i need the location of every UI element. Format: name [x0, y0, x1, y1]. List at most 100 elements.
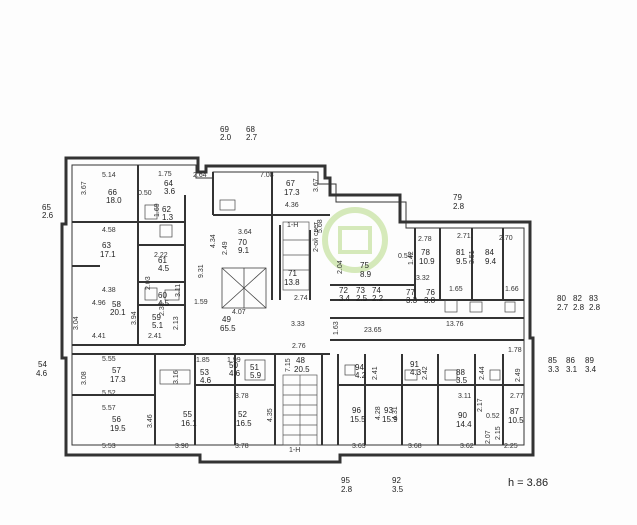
dimension-label: 2.44: [479, 366, 486, 380]
room-number: 90: [458, 411, 467, 420]
room-area: 2.8: [453, 202, 465, 211]
dimension-label: 9.31: [198, 264, 205, 278]
dimension-label: 2.77: [510, 393, 524, 400]
dimension-label: 3.67: [81, 181, 88, 195]
dimension-label: 3.90: [175, 443, 189, 450]
room-area: 16.5: [236, 419, 252, 428]
watermark-logo: [322, 207, 388, 273]
room-area: 3.6: [164, 187, 176, 196]
interior-walls: [72, 165, 524, 445]
room-area: 9.5: [456, 257, 468, 266]
dimension-label: 3.33: [291, 321, 305, 328]
dimension-label: 7.08: [260, 172, 274, 179]
room-number: 51: [250, 363, 259, 372]
room-number: 60: [158, 291, 167, 300]
dimension-label: 5.14: [102, 172, 116, 179]
room-area: 5.9: [250, 371, 262, 380]
dimension-label: 3.32: [416, 275, 430, 282]
room-area: 5.1: [152, 321, 164, 330]
dimension-label: 1.42: [408, 251, 415, 265]
room-number: 92: [392, 476, 401, 485]
room-area: 8.9: [360, 270, 372, 279]
dimension-label: 2.17: [477, 398, 484, 412]
dimension-label: 0.54: [398, 253, 412, 260]
dimension-label: 1.99: [227, 357, 241, 364]
room-number: 48: [296, 356, 305, 365]
room-number: 88: [456, 368, 465, 377]
room-area: 2.8: [573, 303, 585, 312]
dimension-label: 3.51: [469, 250, 476, 264]
room-number: 81: [456, 248, 465, 257]
room-number: 93: [384, 406, 393, 415]
room-number: 84: [485, 248, 494, 257]
room-area: 19.5: [110, 424, 126, 433]
room-area: 1.3: [162, 213, 174, 222]
dimension-label: 3.11: [175, 284, 182, 297]
dimension-label: 4.07: [232, 309, 246, 316]
room-labels: 66 18.0 65 2.6 64 3.6 63 17.1 62 1.3 61 …: [36, 125, 601, 494]
room-area: 20.5: [294, 365, 310, 374]
dimension-label: 1.78: [508, 347, 522, 354]
room-area: 2.8: [589, 303, 601, 312]
room-number: 53: [200, 368, 209, 377]
room-area: 9.4: [485, 257, 497, 266]
room-area: 3.5: [392, 485, 404, 494]
dimension-label: 2.76: [292, 343, 306, 350]
room-area: 2.7: [246, 133, 258, 142]
room-area: 2.0: [220, 133, 232, 142]
room-number: 71: [288, 269, 297, 278]
ceiling-height-label: h = 3.86: [508, 477, 549, 489]
room-area: 13.8: [284, 278, 300, 287]
room-number: 49: [222, 315, 231, 324]
dimension-label: 2.78: [418, 236, 432, 243]
room-area: 3.3: [548, 365, 560, 374]
room-area: 18.0: [106, 196, 122, 205]
stair-label-south: 1-Н: [289, 447, 300, 454]
room-number: 68: [246, 125, 255, 134]
dimension-label: 2.64: [193, 172, 207, 179]
room-number: 54: [38, 360, 47, 369]
dimension-label: 2.15: [495, 426, 502, 440]
room-area: 2.7: [557, 303, 569, 312]
dimension-label: 5.57: [102, 405, 116, 412]
room-number: 78: [421, 248, 430, 257]
dimension-label: 13.76: [446, 321, 464, 328]
dimension-label: 2.25: [504, 443, 518, 450]
room-area: 4.2: [355, 371, 367, 380]
dimension-label: 2.03: [145, 276, 152, 290]
stair-label-north: 1-Н: [287, 222, 298, 229]
dimension-label: 7.15: [285, 358, 292, 372]
dimension-label: 4.35: [267, 408, 274, 422]
dimension-label: 2.04: [337, 260, 344, 274]
room-area: 3.5: [456, 376, 468, 385]
room-area: 3.4: [585, 365, 597, 374]
room-number: 69: [220, 125, 229, 134]
room-area: 65.5: [220, 324, 236, 333]
sanitary-fixtures: [144, 199, 516, 385]
room-number: 72: [339, 286, 348, 295]
dimension-label: 1.59: [194, 299, 208, 306]
room-number: 75: [360, 261, 369, 270]
room-number: 94: [355, 363, 364, 372]
room-number: 56: [112, 415, 121, 424]
room-area: 2.2: [372, 294, 384, 303]
room-number: 62: [162, 205, 171, 214]
dimension-label: 4.96: [92, 300, 106, 307]
room-number: 63: [102, 241, 111, 250]
dimension-label: 2.42: [422, 366, 429, 380]
dimension-label: 3.94: [131, 311, 138, 325]
room-number: 91: [410, 360, 419, 369]
room-area: 17.3: [284, 188, 300, 197]
room-number: 52: [238, 410, 247, 419]
room-number: 82: [573, 294, 582, 303]
room-number: 64: [164, 179, 173, 188]
dimension-label: 3.78: [235, 443, 249, 450]
dimension-label: 3.64: [238, 229, 252, 236]
dimension-label: 5.55: [102, 356, 116, 363]
room-area: 4.6: [229, 369, 241, 378]
dimension-label: 2.30: [159, 302, 166, 316]
dimension-label: 1.66: [505, 286, 519, 293]
corridor-label: 2-ой свет: [312, 221, 320, 252]
